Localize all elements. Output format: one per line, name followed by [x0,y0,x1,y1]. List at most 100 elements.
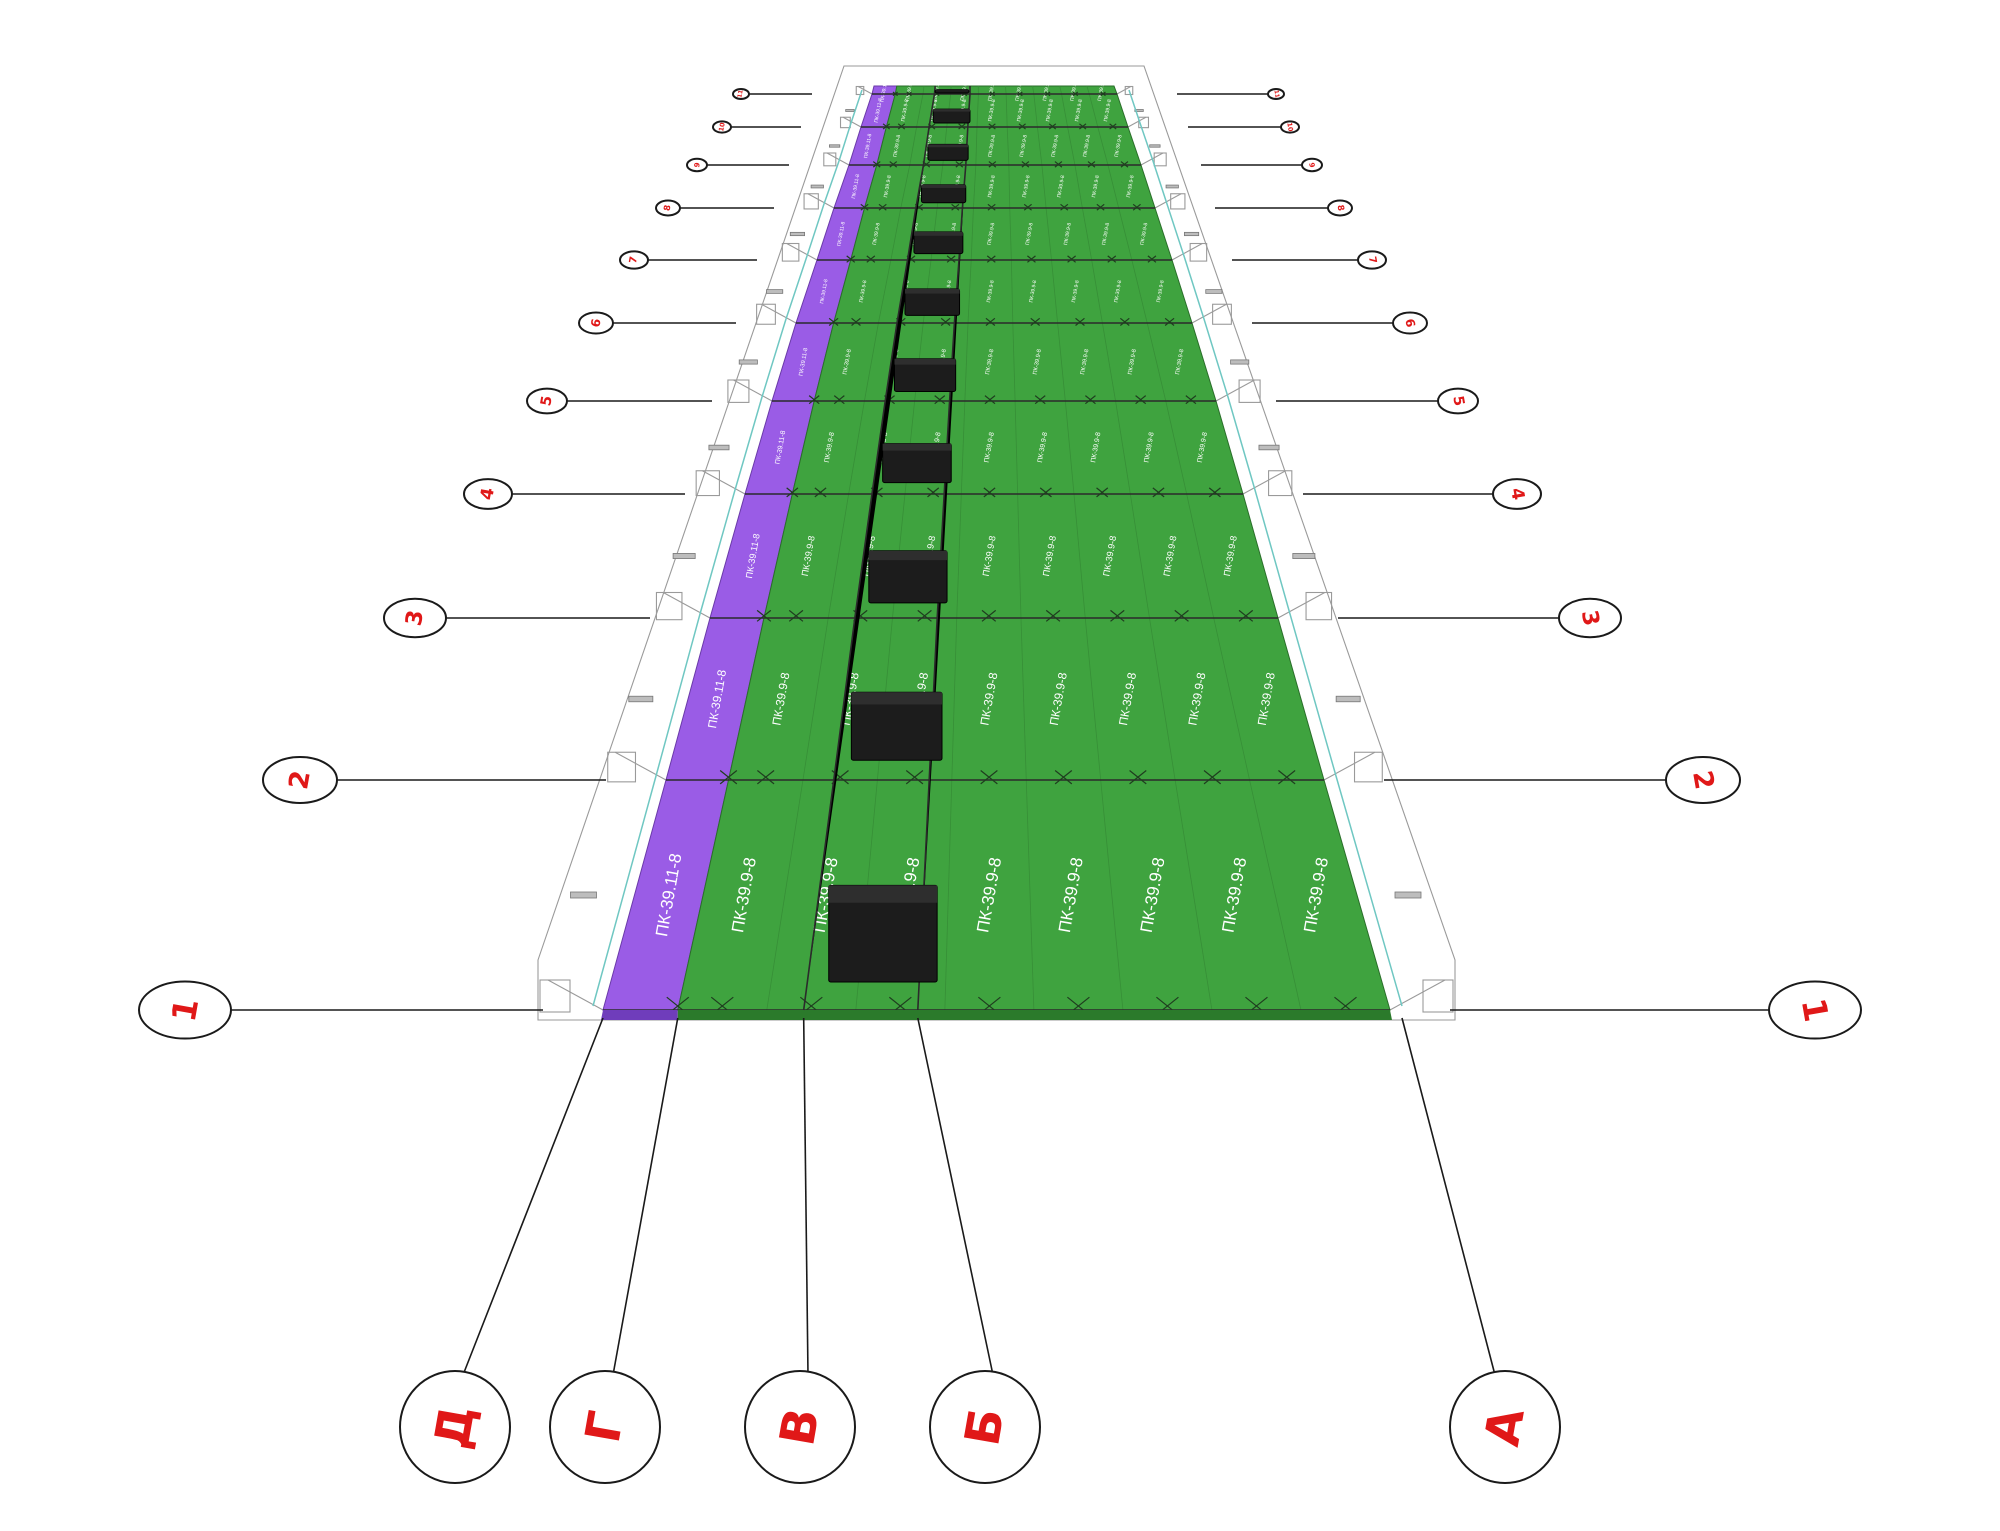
panel-seam [848,400,865,495]
column-leader [1401,1017,1496,1376]
row-bubble-left [262,756,338,804]
right-column-box [1238,379,1261,403]
support-pad [1134,109,1144,112]
x-mark [1030,317,1041,326]
support-pad [628,695,654,703]
green-slab-label: ПК-39.9-8 [842,349,852,375]
panel-seam [1057,322,1066,402]
dark-block-top [921,184,966,188]
right-column-box [1153,152,1167,167]
x-mark [980,770,998,785]
panel-seam [1014,400,1019,495]
panel-seam [970,207,974,261]
panel-seam [909,126,917,166]
panel-seam [916,93,924,128]
left-column-box [607,751,637,783]
support-pad [829,144,841,148]
row-axis-label: 4 [1506,486,1528,501]
support-pad [1184,231,1200,237]
x-mark [786,487,799,498]
panel-seam [1129,493,1150,619]
green-slab-label: ПК-39.9-8 [1101,222,1111,245]
green-slab-label: ПК-39.9-8 [1015,78,1025,101]
x-mark [984,395,996,405]
green-slab-panel [763,493,1279,619]
right-column-box [1422,979,1454,1013]
panel-seam [1020,617,1027,781]
panel-seam [973,164,977,209]
x-mark [1096,487,1109,498]
support-pad [789,231,805,237]
x-mark [1109,123,1117,130]
panel-seam [922,85,925,95]
row-axis-label: 7 [628,256,640,265]
frame-diagonal [807,193,835,209]
right-rail [1128,89,1403,1007]
panel-seam [944,779,953,1011]
purple-slab-label: ПК-39.11-8 [851,174,861,200]
panel-seam [1009,207,1012,261]
x-mark [1129,770,1147,785]
row-axis-label: 8 [1335,204,1346,212]
panel-seam [1174,779,1213,1011]
x-mark [860,203,869,211]
panel-seam [975,126,978,166]
x-mark [1147,255,1157,263]
x-mark [1023,203,1032,211]
panel-seam [1041,164,1047,209]
x-mark [981,609,997,622]
x-mark [906,91,912,97]
panel-seam [1074,164,1083,209]
left-column-box [695,470,720,497]
x-mark [1087,161,1096,168]
x-mark [1278,770,1296,785]
panel-seam [1010,259,1014,324]
x-mark [872,161,881,168]
green-slab-label: ПК-39.9-8 [872,222,882,245]
purple-slab-label: ПК-39.11-8 [863,133,873,159]
panel-seam [1081,207,1093,261]
x-mark [719,770,738,785]
panel-seam [766,779,804,1011]
panel-seam [1086,85,1090,95]
x-mark [851,317,861,326]
green-slab-label: ПК-39.9-8 [987,175,997,198]
x-mark [927,487,940,498]
panel-seam [1249,779,1302,1011]
x-mark [1174,609,1189,622]
panel-seam [1186,493,1215,619]
row-bubble-right [1267,88,1285,100]
column-line-v [802,85,936,1011]
row-bubble-right [1558,597,1622,639]
frame-diagonal [1191,303,1227,324]
left-rail [592,89,863,1007]
row-bubble-left [383,597,447,639]
x-mark [1060,203,1069,211]
x-mark [878,203,887,211]
right-column-box [1189,242,1208,262]
green-slab-label: ПК-39.9-8 [1139,222,1149,245]
x-mark [808,395,820,405]
x-mark [958,123,966,130]
row-bubble-right [1768,980,1862,1040]
panel-seam [1146,322,1167,402]
frame-diagonal [1116,86,1132,95]
column-bubble [744,1370,856,1484]
panel-seam [1005,93,1008,128]
support-pad [810,184,824,189]
right-column-box [1212,303,1232,325]
dark-block-top [933,109,970,112]
frame-diagonal [1215,379,1255,402]
x-mark [1107,255,1117,263]
row-axis-label: 9 [692,162,702,169]
green-slab-label: ПК-39.9-8 [987,134,997,157]
green-slab-label: ПК-39.9-8 [986,280,996,303]
support-pad [1149,144,1161,148]
outer-frame [537,65,1456,1021]
green-slab-label: ПК-39.9-8 [1051,134,1061,157]
column-leader [612,1017,679,1376]
x-mark [846,255,856,263]
green-slab-label: ПК-39.9-8 [1025,222,1035,245]
row-axis-label: 2 [283,768,317,792]
row-axis-label: 4 [477,486,499,501]
